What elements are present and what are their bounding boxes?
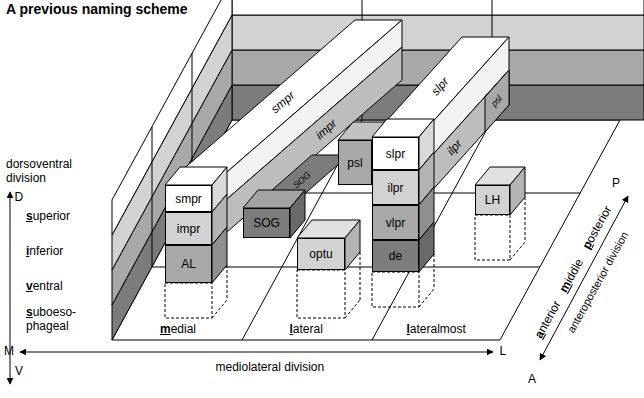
neuropil-box: AL — [165, 245, 212, 283]
depth-label: posterior — [580, 204, 615, 252]
region-name: psl — [347, 156, 362, 170]
axis-end: V — [15, 365, 23, 379]
neuropil-box: vlpr — [372, 205, 419, 240]
axis-end: A — [528, 373, 536, 387]
box-face — [419, 222, 434, 272]
projection-line — [510, 242, 525, 260]
axis-title: dorsoventral division — [6, 158, 106, 186]
neuropil-box: smpr — [165, 185, 212, 212]
box-face — [372, 272, 419, 307]
column-label: medial — [160, 323, 196, 337]
depth-label: middle — [557, 257, 587, 295]
neuropil-box: de — [372, 240, 419, 272]
region-name: impr — [177, 222, 200, 236]
column-label: lateralmost — [407, 323, 466, 337]
projection-line — [419, 289, 434, 307]
panel-title: A previous naming scheme — [6, 1, 188, 17]
band-label: ventral — [26, 280, 63, 294]
neuropil-box: SOG — [243, 208, 290, 238]
projection-line — [360, 252, 361, 300]
region-name: smpr — [175, 192, 202, 206]
axis-end: L — [500, 345, 507, 359]
box-face — [165, 283, 212, 318]
projection-line — [345, 300, 360, 318]
box-face — [475, 215, 510, 260]
region-name: slpr — [386, 147, 405, 161]
region-name: optu — [309, 247, 332, 261]
neuropil-box: psl — [338, 140, 372, 185]
axis-end: M — [4, 345, 14, 359]
column-label: lateral — [290, 323, 323, 337]
box-face — [510, 167, 525, 215]
band-label: suboeso- phageal — [26, 306, 88, 334]
axis-end: P — [612, 177, 620, 191]
box-face — [345, 220, 360, 270]
band-label: inferior — [26, 245, 63, 259]
region-name: ilpr — [387, 181, 403, 195]
projection-line — [227, 265, 228, 300]
axis-end: D — [15, 191, 24, 205]
region-name: LH — [485, 193, 500, 207]
box-face — [212, 227, 227, 283]
neuropil-box: slpr — [372, 137, 419, 170]
axis-title: mediolateral division — [216, 361, 325, 375]
box-face — [297, 270, 345, 318]
neuropil-box: LH — [475, 185, 510, 215]
neuropil-box: ilpr — [372, 170, 419, 205]
projection-line — [212, 300, 227, 318]
band-label: superior — [26, 210, 70, 224]
depth-label: anterior — [532, 299, 564, 341]
neuropil-box: impr — [165, 212, 212, 245]
region-name: vlpr — [386, 216, 405, 230]
neuropil-box: optu — [297, 238, 345, 270]
projection-line — [434, 254, 435, 289]
region-name: de — [389, 249, 402, 263]
projection-line — [525, 197, 526, 242]
region-name: AL — [181, 257, 196, 271]
region-name: SOG — [253, 216, 280, 230]
